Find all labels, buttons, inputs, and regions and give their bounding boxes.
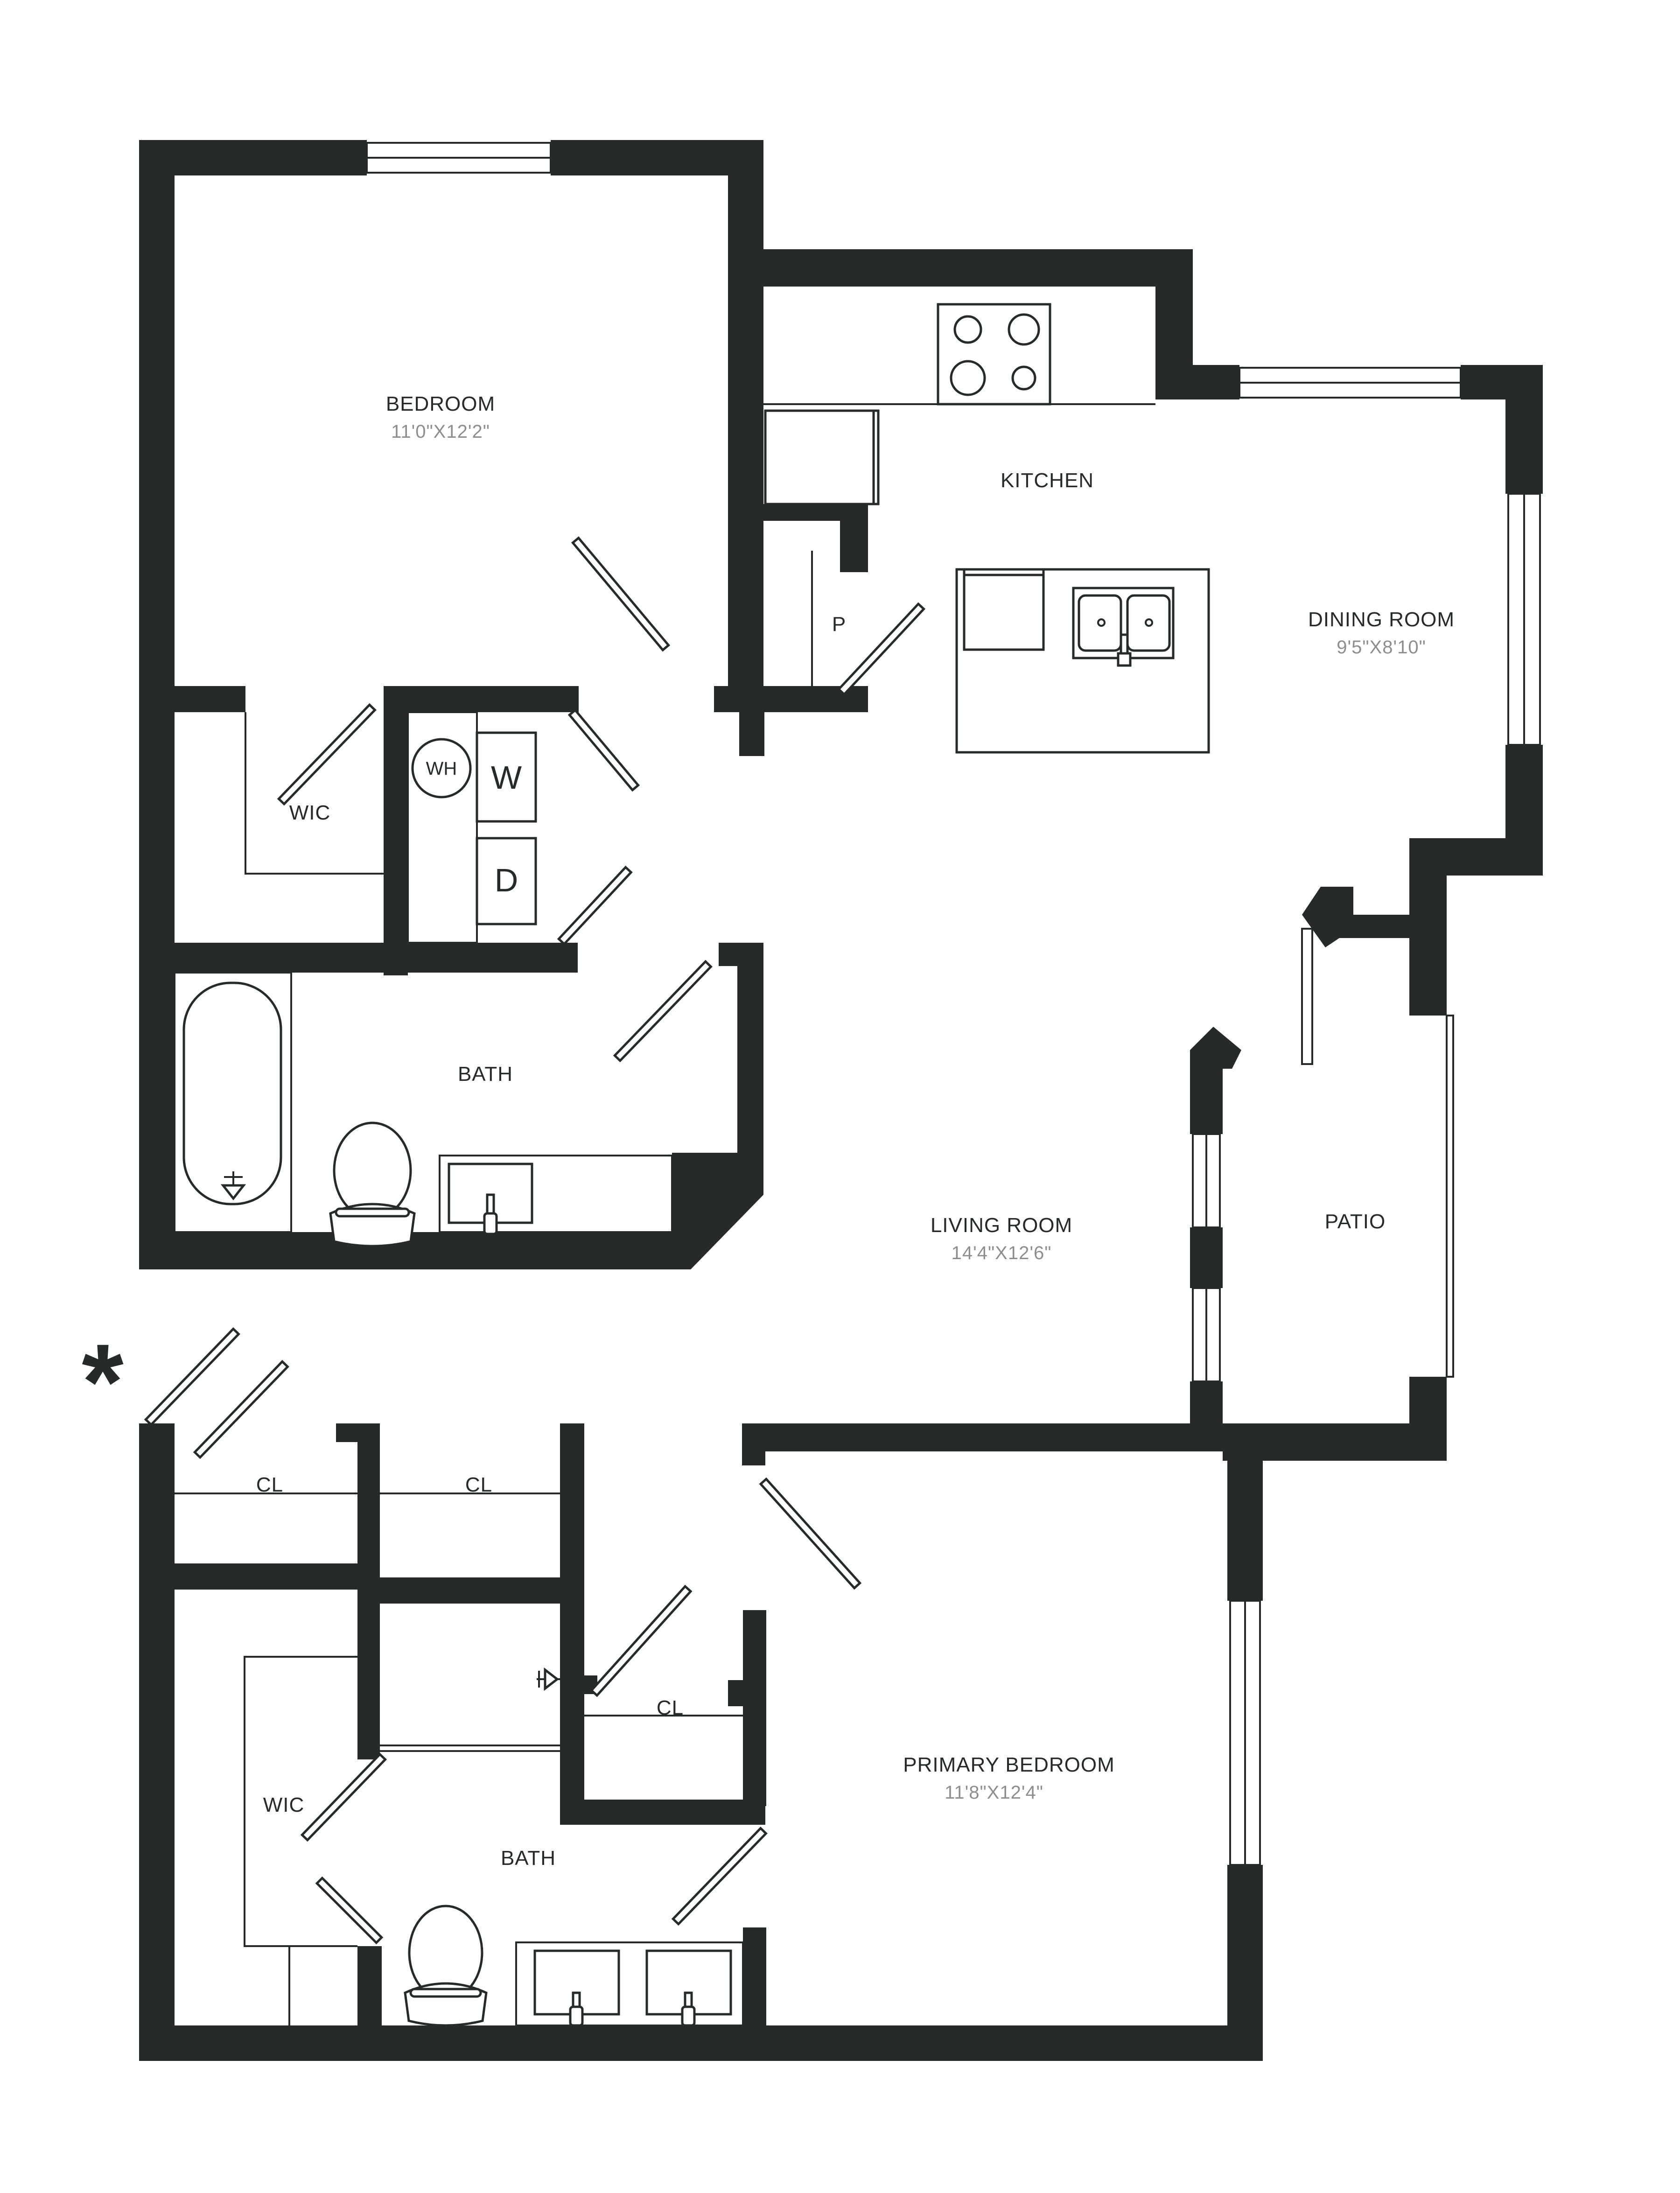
doors [144,536,926,1945]
dryer-label: D [495,862,518,898]
closet-3-label: CL [657,1696,684,1719]
water-heater-label: WH [426,758,457,779]
wic-lower-label: WIC [263,1794,305,1816]
sink-icon [645,1949,732,2027]
dining-room-label: DINING ROOM [1308,608,1455,631]
water-heater-icon [411,738,472,799]
tub-drain-icon [220,1171,246,1201]
windows [366,142,1541,1866]
sink-icon [448,1163,533,1235]
washer-icon [476,731,537,823]
pantry-label: P [832,613,846,636]
toilet-icon [404,1905,488,2027]
sink-icon [533,1949,620,2027]
walls [139,140,1543,2061]
bedroom-label: BEDROOM [386,392,495,415]
kitchen-island [955,568,1210,754]
closet-2-label: CL [465,1473,492,1496]
toilet-icon [329,1121,416,1247]
labels: BEDROOM 11'0"X12'2" KITCHEN DINING ROOM … [82,392,1455,1870]
refrigerator-icon [764,409,880,505]
washer-label: W [491,759,522,796]
dining-room-dimensions: 9'5"X8'10" [1337,637,1426,658]
primary-bedroom-dimensions: 11'8"X12'4" [945,1782,1043,1803]
bathtub-icon [182,981,282,1205]
dryer-icon [476,837,537,925]
marker-asterisk: * [82,1322,124,1442]
living-room-label: LIVING ROOM [931,1214,1072,1237]
bath-upper-label: BATH [458,1063,513,1086]
bedroom-dimensions: 11'0"X12'2" [391,421,490,442]
closet-1-label: CL [256,1473,283,1496]
kitchen-label: KITCHEN [1001,469,1094,492]
bath-lower-label: BATH [501,1847,556,1870]
patio-label: PATIO [1325,1210,1386,1233]
stove-icon [937,303,1051,406]
shower-head-icon [537,1667,560,1691]
living-room-dimensions: 14'4"X12'6" [952,1243,1052,1263]
primary-bedroom-label: PRIMARY BEDROOM [903,1753,1114,1776]
fixtures [174,303,1210,2027]
wic-upper-label: WIC [289,801,331,824]
